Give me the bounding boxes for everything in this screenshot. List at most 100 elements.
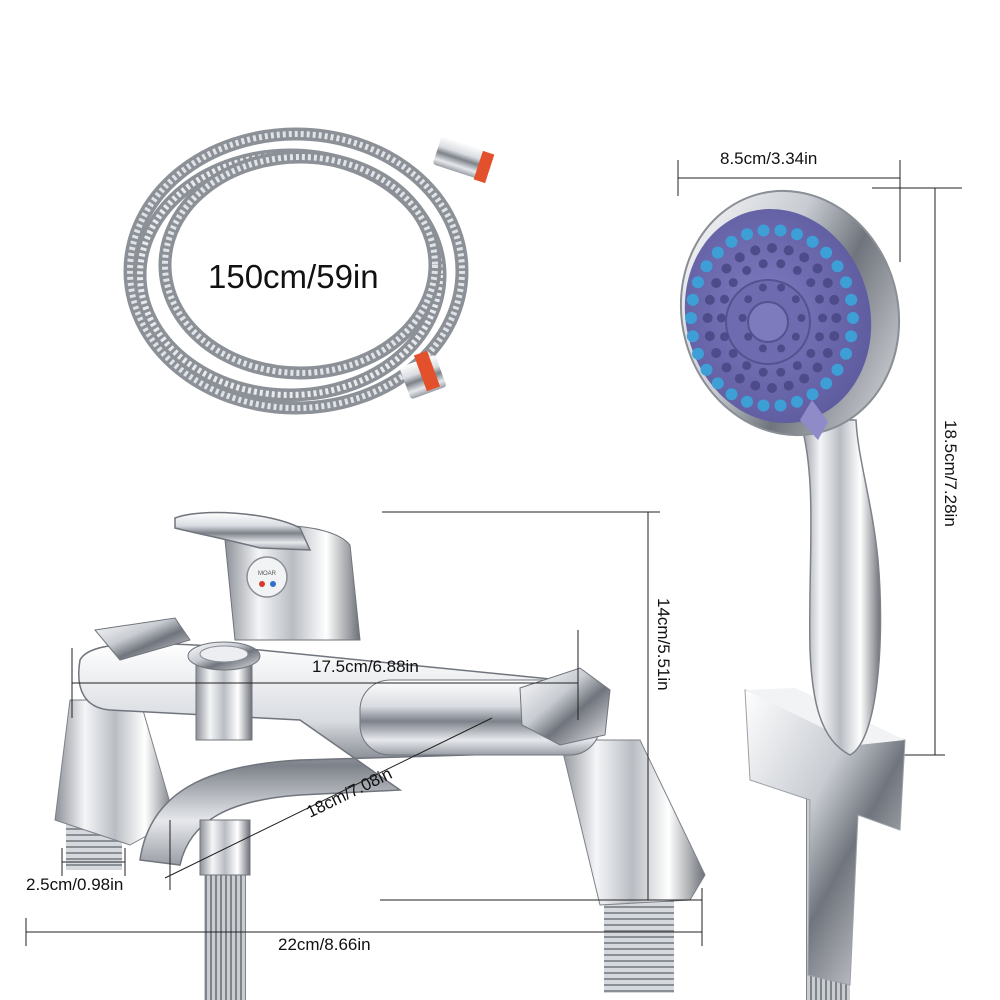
- tap-hose: [204, 870, 246, 1000]
- spout-width-label: 17.5cm/6.88in: [312, 657, 419, 676]
- nozzle-hole: [767, 383, 777, 393]
- nozzle-hole: [815, 294, 824, 304]
- nozzle-hole: [806, 348, 816, 358]
- hot-cold-indicator: [246, 556, 288, 598]
- coiled-hose: [123, 127, 495, 415]
- nozzle-hole: [829, 331, 840, 342]
- nozzle-hole: [791, 295, 800, 304]
- nozzle-hole: [720, 332, 729, 342]
- nozzle-hole: [704, 331, 715, 342]
- nozzle-hole: [728, 348, 738, 358]
- nozzle-hole: [750, 380, 761, 391]
- nozzle-hole: [806, 235, 819, 248]
- tap-end-cap: [519, 667, 611, 746]
- nozzle-hole: [776, 367, 786, 377]
- nozzle-hole: [711, 278, 722, 288]
- nozzle-hole: [711, 246, 724, 259]
- nozzle-hole: [686, 293, 699, 306]
- nozzle-hole: [742, 361, 752, 371]
- bath-tap: MOAR: [54, 511, 706, 1000]
- nozzle-hole: [685, 312, 697, 324]
- nozzle-hole: [725, 235, 738, 248]
- nozzle-hole: [758, 283, 767, 292]
- nozzle-hole: [728, 278, 738, 288]
- nozzle-hole: [741, 228, 753, 241]
- outlet-pipe: [199, 819, 251, 876]
- nozzle-hole: [692, 347, 704, 360]
- nozzle-holes: [685, 224, 859, 412]
- nozzle-hole: [700, 363, 713, 376]
- nozzle-hole: [791, 332, 800, 341]
- nozzle-hole: [758, 259, 768, 269]
- nozzle-hole: [783, 380, 794, 391]
- tap-height-label: 14cm/5.51in: [654, 598, 673, 691]
- shower-handle: [798, 419, 882, 756]
- nozzle-hole: [806, 388, 819, 401]
- nozzle-hole: [721, 362, 732, 373]
- nozzle-hole: [711, 348, 722, 358]
- nozzle-hole: [845, 330, 858, 343]
- nozzle-hole: [776, 259, 786, 269]
- nozzle-hole: [744, 295, 753, 304]
- nozzle-hole: [692, 276, 704, 289]
- nozzle-hole: [815, 332, 824, 342]
- shower-bracket: [744, 688, 906, 986]
- hose-bottom-connector: [400, 350, 446, 399]
- diverter-knob: [187, 641, 261, 741]
- nozzle-hole: [792, 361, 802, 371]
- nozzle-hole: [820, 377, 833, 390]
- nozzle-hole: [840, 347, 852, 360]
- nozzle-hole: [847, 312, 859, 324]
- nozzle-hole: [725, 388, 738, 401]
- nozzle-hole: [791, 228, 803, 241]
- nozzle-hole: [777, 283, 786, 292]
- hose-top-connector: [433, 136, 495, 184]
- nozzle-hole: [704, 294, 715, 305]
- nozzle-hole: [829, 294, 840, 305]
- head-height-label: 18.5cm/7.28in: [941, 420, 960, 527]
- pipe-width-label: 2.5cm/0.98in: [26, 875, 123, 894]
- nozzle-hole: [822, 278, 833, 288]
- nozzle-hole: [734, 252, 745, 263]
- total-width-label: 22cm/8.66in: [278, 935, 371, 954]
- nozzle-hole: [831, 363, 844, 376]
- nozzle-hole: [806, 278, 816, 288]
- nozzle-hole: [774, 224, 787, 237]
- nozzle-hole: [777, 344, 786, 353]
- nozzle-hole: [757, 399, 770, 412]
- nozzle-hole: [720, 294, 729, 304]
- nozzle-hole: [812, 362, 823, 373]
- spray-selector-tab: [800, 400, 828, 440]
- nozzle-hole: [792, 265, 802, 275]
- shower-head: [679, 189, 901, 440]
- nozzle-hole: [840, 276, 852, 289]
- nozzle-hole: [774, 399, 787, 412]
- nozzle-hole: [818, 313, 828, 323]
- nozzle-hole: [744, 332, 753, 341]
- nozzle-hole: [686, 330, 699, 343]
- nozzle-hole: [742, 265, 752, 275]
- nozzle-hole: [757, 224, 770, 237]
- nozzle-hole: [721, 263, 732, 274]
- nozzle-hole: [700, 260, 713, 273]
- nozzle-hole: [799, 373, 810, 384]
- left-holder: [94, 617, 191, 661]
- lever-marking: MOAR: [258, 571, 277, 577]
- nozzle-hole: [750, 245, 761, 256]
- nozzle-hole: [758, 367, 768, 377]
- nozzle-hole: [812, 263, 823, 274]
- nozzle-hole: [767, 243, 777, 253]
- nozzle-hole: [797, 314, 806, 322]
- nozzle-hole: [741, 395, 753, 408]
- nozzle-hole: [822, 348, 833, 358]
- nozzle-hole: [791, 395, 803, 408]
- nozzle-hole: [716, 313, 726, 323]
- nozzle-hole: [799, 252, 810, 263]
- nozzle-hole: [734, 373, 745, 384]
- nozzle-hole: [738, 314, 747, 322]
- nozzle-hole: [758, 344, 767, 353]
- right-threaded-pipe: [604, 888, 674, 993]
- nozzle-hole: [711, 377, 724, 390]
- nozzle-hole: [845, 293, 858, 306]
